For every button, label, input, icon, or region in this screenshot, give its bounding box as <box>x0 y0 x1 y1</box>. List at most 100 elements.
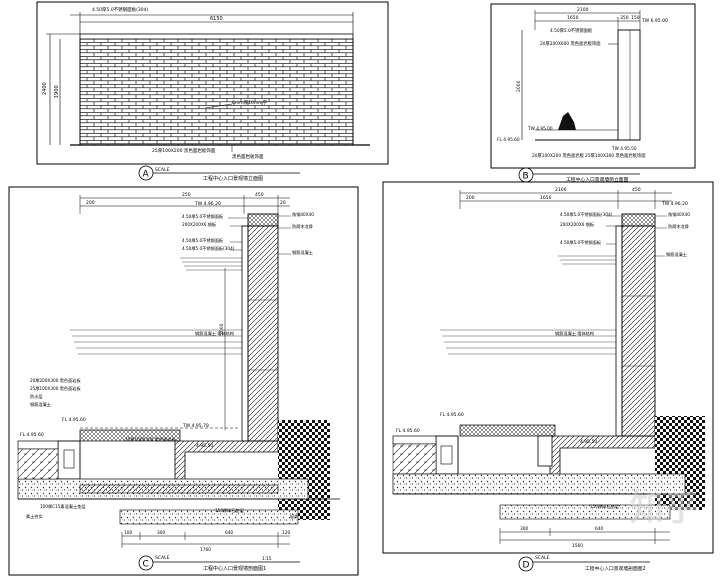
panel-a-note-bottom2: 黑色面岩板饰面 <box>232 153 264 160</box>
panel-b-label: B <box>523 172 529 182</box>
panel-d-wall-cap <box>621 213 656 227</box>
panel-d-note1: 4.50厚5.0不锈钢面板(304) <box>560 211 613 218</box>
panel-d-note2: 200X200X6 钢板 <box>560 221 595 228</box>
panel-b-stone-feature <box>558 112 576 130</box>
panel-d-level-low: 4.95.50 <box>580 439 597 445</box>
panel-a-note-top: 4.50厚5.0不锈钢面板(304) <box>92 6 149 13</box>
panel-d-dim-top-left: 1650 <box>540 195 552 201</box>
panel-c-dim-bottom-total: 1760 <box>200 547 211 553</box>
panel-c-note7: 防水层 <box>30 393 43 400</box>
panel-c-section: 450 200 250 20 TW 4.96.20 FL 4.95.60 FL … <box>8 186 359 576</box>
panel-c-earth-right <box>278 420 330 520</box>
panel-a-frame <box>36 1 389 165</box>
panel-b-title: 工程中心入口景观墙侧立面图 <box>566 176 629 183</box>
panel-c-level-top: TW 4.96.20 <box>194 201 221 207</box>
panel-d-frame <box>382 181 714 554</box>
panel-c-dim-top-left: 200 <box>86 200 95 206</box>
panel-d-dim-bottom-total: 1560 <box>572 543 583 549</box>
panel-c-note1: 4.50厚5.0不锈钢面板 <box>182 213 224 220</box>
panel-c-title: 工程中心入口景观墙剖面图1 <box>203 565 266 572</box>
panel-d-dim-b2: 640 <box>595 526 603 532</box>
panel-a-dim-total: 6150 <box>210 16 223 22</box>
panel-c-note8: 钢筋混凝土 <box>30 401 51 408</box>
panel-b-note3: 25厚100X300 黑色面岩板饰面 <box>585 152 646 159</box>
panel-c-wall-cap <box>247 213 279 227</box>
panel-b-level-top: TW 6.95.00 <box>641 18 668 24</box>
panel-c-right1: 角钢40X40 <box>292 211 314 218</box>
panel-d-label-bubble <box>518 556 534 572</box>
panel-a-brick-wall <box>79 38 354 146</box>
panel-c-dim-b1: 100 <box>124 530 132 536</box>
panel-d-right3: 钢筋混凝土 <box>666 251 687 258</box>
panel-d-level-fl-mid: FL 4.95.60 <box>440 412 464 418</box>
panel-c-right2: 防腐木龙骨 <box>292 223 313 230</box>
panel-b-dim-seg3: 150 <box>631 15 640 21</box>
panel-d-wall-core <box>621 225 656 437</box>
panel-c-frame <box>8 186 359 576</box>
panel-d-right1: 角钢40X40 <box>668 211 690 218</box>
panel-d-left-paving <box>392 435 437 445</box>
panel-c-dim-height: 2000 <box>219 323 225 335</box>
panel-d-dim-b1: 300 <box>520 526 528 532</box>
watermark-text: 知乎 <box>630 489 698 529</box>
panel-a-note-mid: 6mm厚10mm字 <box>232 99 268 106</box>
panel-c-leader-stack-lower <box>70 329 242 355</box>
panel-d-dim-top-mid: 450 <box>632 187 641 193</box>
panel-b-wall-column <box>617 29 641 141</box>
panel-c-dim-top-total: 450 <box>255 192 264 198</box>
panel-a-scale: SCALE <box>155 167 170 173</box>
panel-c-level-fl-mid: FL 4.95.60 <box>62 417 86 423</box>
panel-b-level-mid: TW 4.95.00 <box>527 126 553 132</box>
panel-a-note-bottom: 25厚100X200 黑色面岩板饰面 <box>152 147 216 154</box>
panel-c-wall-core <box>247 225 279 442</box>
panel-d-dim-top-small: 200 <box>466 195 475 201</box>
panel-c-label: C <box>143 560 149 570</box>
panel-c-dim-b2: 300 <box>157 530 165 536</box>
panel-d-scale: SCALE <box>535 555 550 561</box>
panel-d-label: D <box>523 561 530 571</box>
panel-d-right2: 防腐木龙骨 <box>668 223 689 230</box>
panel-d-section: 2100 1650 450 200 TW 4.96.20 FL 4.95.60 … <box>382 181 714 572</box>
panel-d-subsoil <box>392 443 437 475</box>
panel-c-level-water: TW 4.95.78 <box>182 423 209 429</box>
panel-a-title: 工程中心入口景观墙立面图 <box>203 175 263 182</box>
panel-c-note3: 4.50厚5.0不锈钢面板 <box>182 237 224 244</box>
panel-b-level-right: TW 4.95.50 <box>611 146 637 152</box>
panel-c-scale-val: 1:15 <box>262 556 272 562</box>
panel-b-note4: 20厚100X200 黑色面岩板 <box>532 152 585 159</box>
panel-b-dim-seg2: 350 <box>620 15 629 21</box>
panel-c-level-low: 4.95.50 <box>196 443 213 449</box>
panel-c-wall-cladding <box>241 225 249 442</box>
panel-b-note2: 20厚200X600 黑色面岩板饰面 <box>540 40 601 47</box>
panel-c-left-paving <box>17 440 59 450</box>
panel-c-dim-b3: 640 <box>225 530 233 536</box>
panel-c-dim-b4: 120 <box>282 530 290 536</box>
panel-a-elevation: 6150 4.50厚5.0不锈钢面板(304) 2400 1900 6mm厚10… <box>36 1 389 182</box>
panel-d-dim-top-total: 2100 <box>555 187 567 193</box>
panel-c-pool-structure <box>174 440 279 486</box>
panel-d-pool-lining <box>459 424 556 437</box>
panel-c-note10: 100厚C15素混凝土垫层 <box>40 503 86 510</box>
panel-d-leader-stack-upper <box>558 255 616 265</box>
panel-d-leader-stack-lower <box>440 329 616 355</box>
panel-d-level-fl-left: FL 4.95.60 <box>396 428 420 434</box>
panel-a-dim-height-outer: 2400 <box>42 82 48 95</box>
panel-c-wall-note: 钢筋混凝土 墙体结构 <box>195 330 234 337</box>
panel-a-dim-height-inner: 1900 <box>54 85 60 98</box>
panel-d-level-top: TW 4.96.20 <box>661 201 688 207</box>
panel-c-dim-top-right: 20 <box>280 200 286 206</box>
panel-b-note1: 4.50厚5.0不锈钢面板 <box>550 27 593 34</box>
panel-d-wall-note: 钢筋混凝土 墙体结构 <box>555 330 594 337</box>
panel-d-note3: 4.50厚5.0不锈钢面板 <box>560 239 602 246</box>
panel-b-dim-seg1: 1650 <box>567 15 579 21</box>
panel-c-note4: 4.50厚5.0不锈钢面板(304) <box>182 245 235 252</box>
panel-b-dim-total: 2100 <box>577 7 589 13</box>
panel-c-right3: 钢筋混凝土 <box>292 249 313 256</box>
panel-b-dim-height: 2000 <box>516 80 522 92</box>
panel-b-side-elevation: 2100 1650 350 150 TW 6.95.00 2000 4.50厚5… <box>490 3 696 183</box>
panel-c-leader-stack-upper <box>180 257 242 271</box>
panel-c-concrete-slab <box>79 484 279 494</box>
panel-c-note6b: 25厚100X300 黑色面岩板 <box>125 436 176 443</box>
panel-d-wall-cladding <box>615 225 623 437</box>
